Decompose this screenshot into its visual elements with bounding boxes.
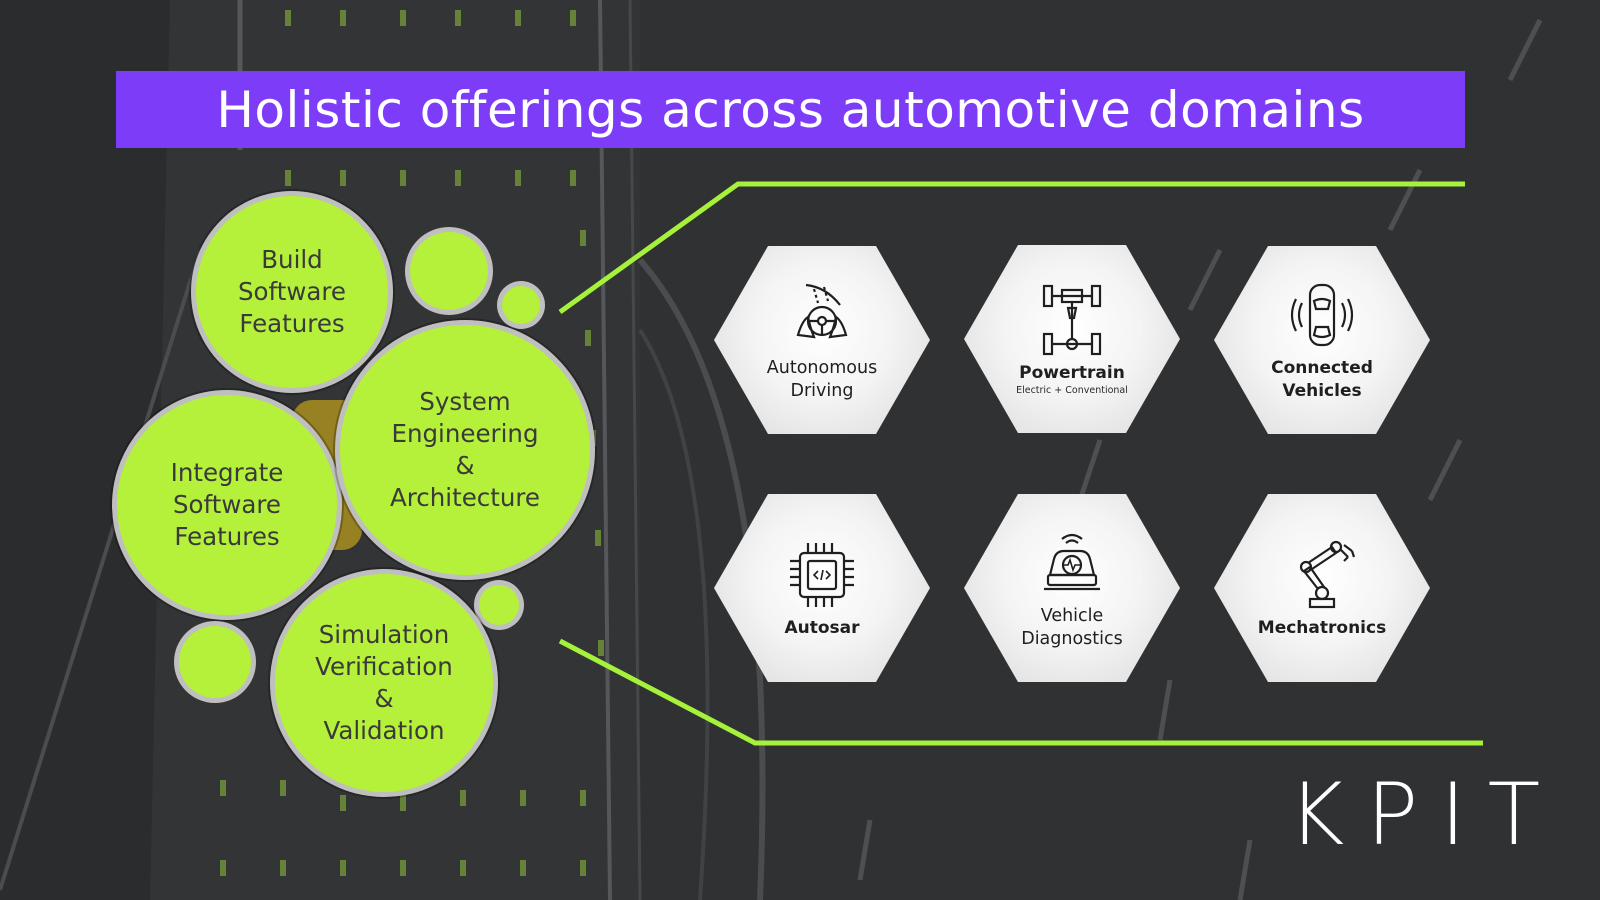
connector-line-top [558,181,1465,315]
domain-powertrain: Powertrain Electric + Conventional [964,245,1180,433]
bubble-label: Simulation Verification & Validation [315,620,453,745]
bubble-system-engineering: System Engineering & Architecture [340,325,590,575]
steering-hands-icon [796,283,848,339]
title-banner: Holistic offerings across automotive dom… [116,71,1465,148]
domain-mechatronics: Mechatronics [1214,494,1430,682]
domain-label: Vehicle Diagnostics [1021,606,1123,649]
drivetrain-icon [1042,284,1102,356]
domain-label: Autosar [784,617,860,638]
robot-arm-icon [1299,540,1356,608]
car-diagnostics-icon [1044,533,1100,591]
domain-label: Powertrain [1019,363,1125,383]
decor-dot [502,286,540,324]
domain-label: Mechatronics [1257,617,1387,638]
connected-car-icon [1290,283,1354,347]
bubble-label: Build Software Features [237,245,346,338]
chip-code-icon [790,542,854,607]
bubble-simulation-verification: Simulation Verification & Validation [275,574,493,792]
domain-autonomous-driving: Autonomous Driving [714,246,930,434]
domain-sublabel: Electric + Conventional [1016,385,1128,396]
decor-dot [410,232,488,310]
domain-vehicle-diagnostics: Vehicle Diagnostics [964,494,1180,682]
decor-dot [179,626,251,698]
domain-label: Autonomous Driving [766,358,878,401]
domain-connected-vehicles: Connected Vehicles [1214,246,1430,434]
domain-label: Connected Vehicles [1271,358,1373,401]
decor-dot [479,585,519,625]
bubble-label: System Engineering & Architecture [390,387,540,512]
page-title: Holistic offerings across automotive dom… [216,80,1365,139]
domain-autosar: Autosar [714,494,930,682]
bubble-label: Integrate Software Features [170,458,284,551]
connector-line-bottom [558,638,1483,746]
kpit-logo: KPIT [1288,765,1563,865]
bubble-integrate-software: Integrate Software Features [117,395,337,615]
bubble-build-software: Build Software Features [196,196,388,388]
